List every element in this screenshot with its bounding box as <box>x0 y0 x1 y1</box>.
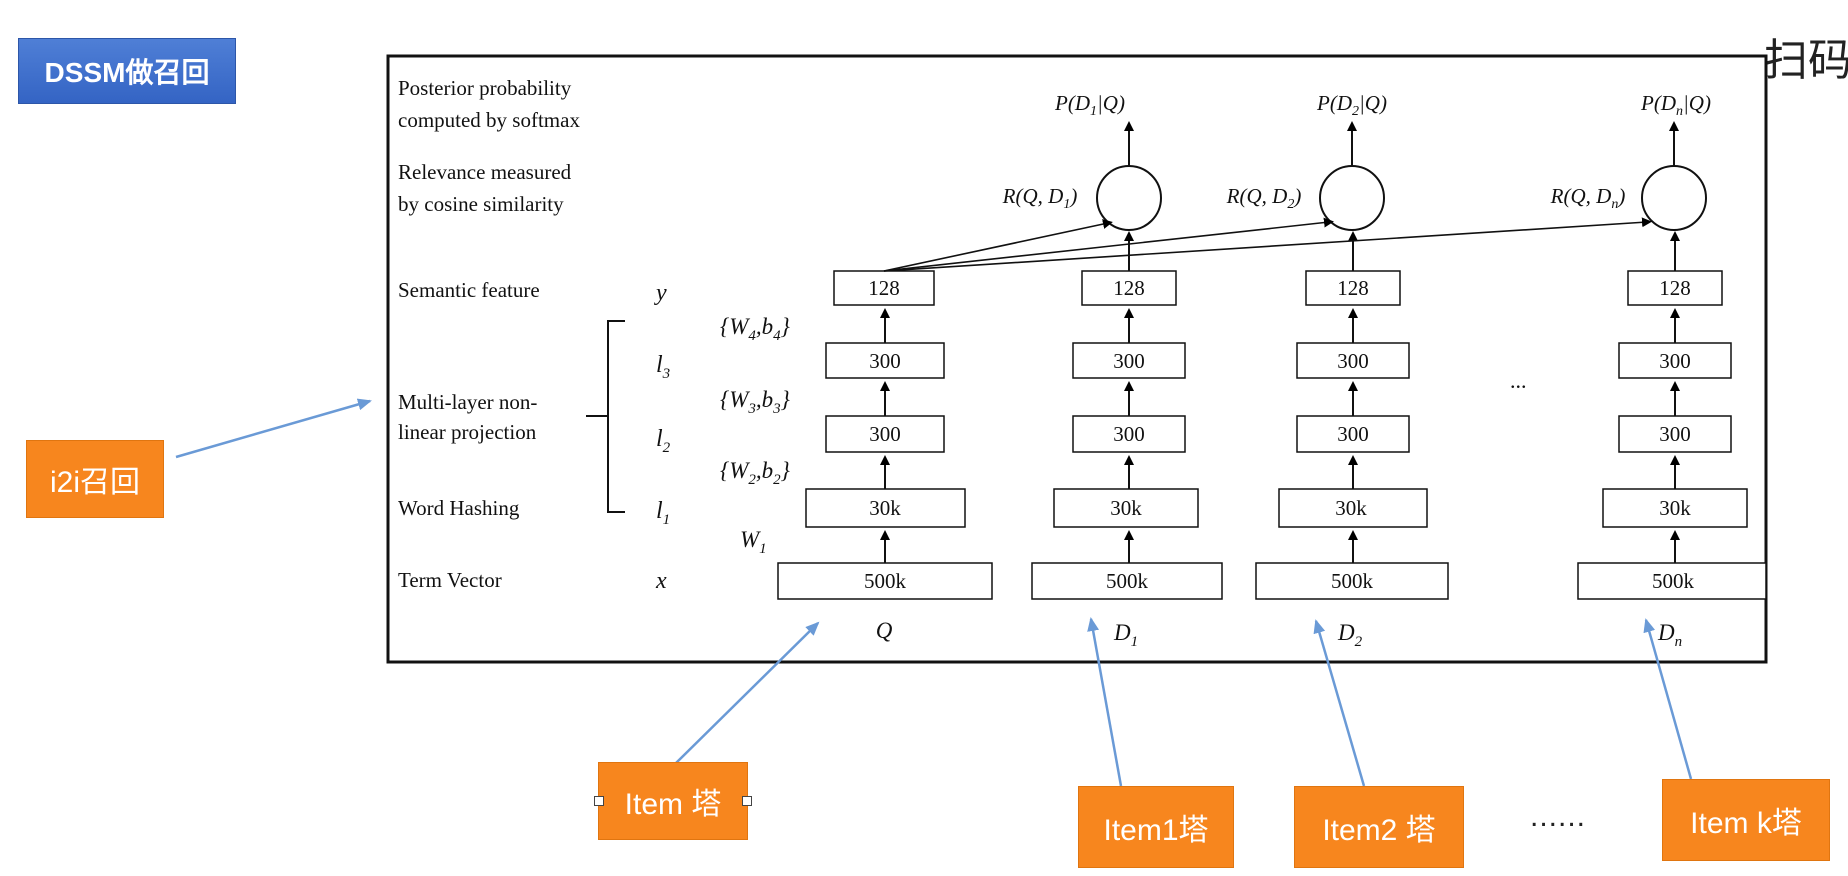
symbol-l1: l1 <box>656 498 670 528</box>
column-d2: 128 300 300 30k 500k P(D2|Q) R(Q, D2) D2 <box>1226 91 1449 650</box>
box-d1-y-text: 128 <box>1113 276 1145 300</box>
box-d2-l3-text: 300 <box>1337 349 1369 373</box>
box-d2-l1 <box>1278 488 1428 528</box>
relevance-dn: R(Q, Dn) <box>1550 184 1626 212</box>
box-d2-l2-text: 300 <box>1337 422 1369 446</box>
box-dn-y <box>1627 270 1723 306</box>
box-dn-l1-text: 30k <box>1659 496 1691 520</box>
slide-title-tag: DSSM做召回 <box>18 38 236 104</box>
box-d1-x-text: 500k <box>1106 569 1149 593</box>
resize-handle-left[interactable] <box>594 796 604 806</box>
column-dn: 128 300 300 30k 500k P(Dn|Q) R(Q, Dn) Dn <box>1550 91 1767 650</box>
weight-w1: W1 <box>740 527 767 557</box>
box-dn-l3 <box>1618 342 1732 379</box>
callout-ellipsis: ...... <box>1530 800 1587 833</box>
box-q-x <box>777 562 993 600</box>
box-d1-l3-text: 300 <box>1113 349 1145 373</box>
label-word-hashing: Word Hashing <box>398 496 520 520</box>
symbol-y: y <box>654 280 667 306</box>
column-d2-label: D2 <box>1337 620 1363 650</box>
callout-i2i-recall: i2i召回 <box>26 440 164 518</box>
box-dn-l3-text: 300 <box>1659 349 1691 373</box>
weight-w4-b4: {W4,b4} <box>720 314 790 344</box>
label-relevance-line1: Relevance measured <box>398 160 572 184</box>
box-q-l3 <box>825 342 945 379</box>
box-q-l2-text: 300 <box>869 422 901 446</box>
column-d1-label: D1 <box>1113 620 1138 650</box>
label-relevance-line2: by cosine similarity <box>398 192 564 216</box>
label-posterior-line1: Posterior probability <box>398 76 572 100</box>
box-q-y-text: 128 <box>868 276 900 300</box>
symbol-l3: l3 <box>656 352 670 382</box>
box-q-x-text: 500k <box>864 569 907 593</box>
weight-w2-b2: {W2,b2} <box>720 458 790 488</box>
relevance-d2: R(Q, D2) <box>1226 184 1302 212</box>
symbol-l2: l2 <box>656 426 671 456</box>
box-dn-l2-text: 300 <box>1659 422 1691 446</box>
label-semantic-feature: Semantic feature <box>398 278 540 302</box>
box-dn-y-text: 128 <box>1659 276 1691 300</box>
box-q-y <box>833 270 935 306</box>
box-d2-l1-text: 30k <box>1335 496 1367 520</box>
prob-d1: P(D1|Q) <box>1054 91 1125 119</box>
label-term-vector: Term Vector <box>398 568 502 592</box>
box-q-l1 <box>805 488 966 528</box>
weight-w3-b3: {W3,b3} <box>720 387 790 417</box>
box-dn-l1 <box>1602 488 1748 528</box>
box-dn-x <box>1577 562 1767 600</box>
symbol-x: x <box>655 568 667 594</box>
box-dn-l2 <box>1618 415 1732 453</box>
prob-dn: P(Dn|Q) <box>1640 91 1711 119</box>
column-q: 128 300 300 30k 500k Q <box>777 270 993 643</box>
relevance-node-d2 <box>1319 165 1385 231</box>
label-posterior-line2: computed by softmax <box>398 108 580 132</box>
box-d1-l2-text: 300 <box>1113 422 1145 446</box>
label-multilayer-line1: Multi-layer non- <box>398 390 537 414</box>
projection-bracket <box>586 320 625 513</box>
box-d2-l2 <box>1296 415 1410 453</box>
prob-d2: P(D2|Q) <box>1316 91 1387 119</box>
callout-arrows <box>175 398 1693 787</box>
box-d1-x <box>1031 562 1223 600</box>
box-q-l1-text: 30k <box>869 496 901 520</box>
corner-text: 扫码 <box>1764 35 1848 86</box>
box-d2-l3 <box>1296 342 1410 379</box>
columns-ellipsis: ... <box>1510 368 1527 393</box>
cosine-connections <box>883 217 1652 272</box>
box-d1-l1-text: 30k <box>1110 496 1142 520</box>
box-d1-l3 <box>1072 342 1186 379</box>
column-dn-label: Dn <box>1657 620 1682 650</box>
callout-item-tower[interactable]: Item 塔 <box>598 762 748 840</box>
box-d1-l2 <box>1072 415 1186 453</box>
resize-handle-right[interactable] <box>742 796 752 806</box>
box-q-l3-text: 300 <box>869 349 901 373</box>
column-d1: 128 300 300 30k 500k P(D1|Q) R(Q, D1) D1 <box>1002 91 1223 650</box>
box-dn-x-text: 500k <box>1652 569 1695 593</box>
callout-itemk-tower: Item k塔 <box>1662 779 1830 861</box>
label-multilayer-line2: linear projection <box>398 420 537 444</box>
relevance-node-dn <box>1641 165 1707 231</box>
box-d1-y <box>1081 270 1177 306</box>
box-d1-l1 <box>1053 488 1199 528</box>
box-d2-y-text: 128 <box>1337 276 1369 300</box>
callout-item1-tower: Item1塔 <box>1078 786 1234 868</box>
box-d2-x-text: 500k <box>1331 569 1374 593</box>
box-d2-y <box>1305 270 1401 306</box>
column-q-label: Q <box>876 618 893 643</box>
callout-item2-tower: Item2 塔 <box>1294 786 1464 868</box>
relevance-node-d1 <box>1096 165 1162 231</box>
relevance-d1: R(Q, D1) <box>1002 184 1078 212</box>
